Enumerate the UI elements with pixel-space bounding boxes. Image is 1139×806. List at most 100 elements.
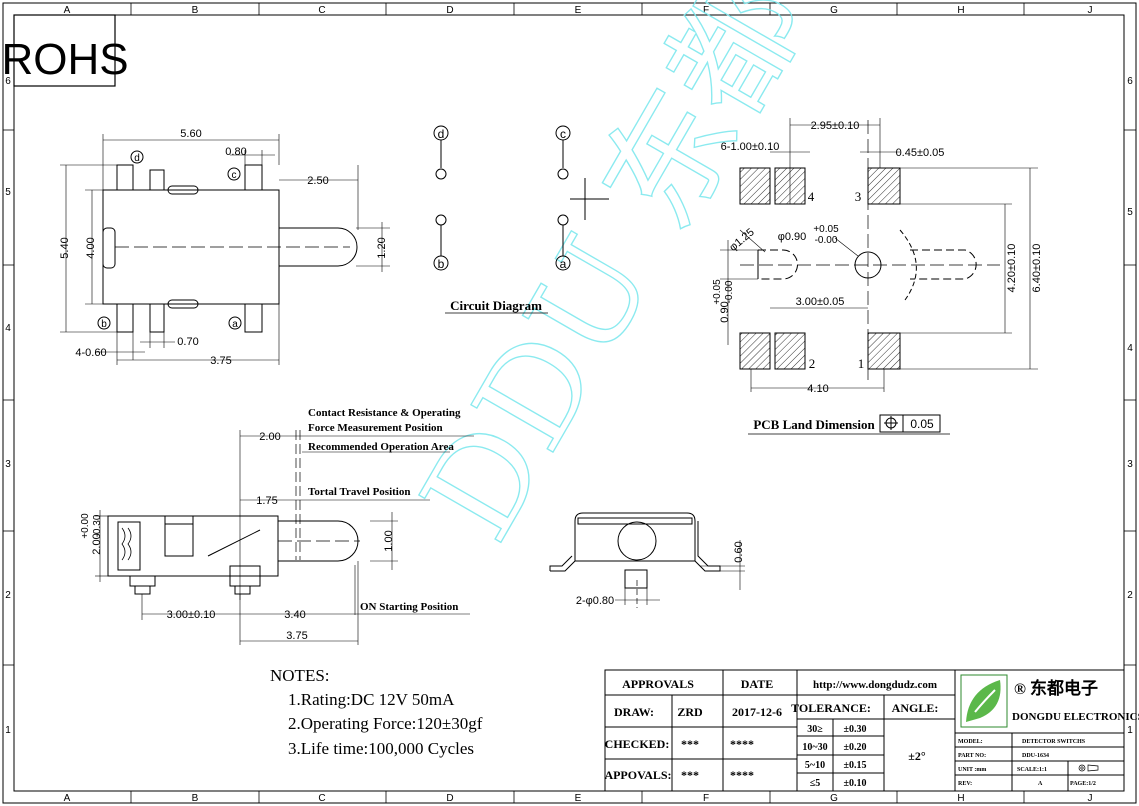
svg-text:0.05: 0.05	[910, 417, 934, 431]
svg-text:A: A	[64, 5, 71, 16]
svg-text:ZRD: ZRD	[677, 705, 703, 719]
svg-text:4: 4	[5, 323, 11, 334]
svg-text:-0.30: -0.30	[92, 514, 103, 537]
side-view	[95, 430, 474, 645]
svg-text:0.70: 0.70	[177, 336, 198, 348]
svg-text:-0.00: -0.00	[724, 280, 735, 303]
svg-text:NOTES:: NOTES:	[270, 666, 330, 685]
svg-text:C: C	[318, 5, 325, 16]
svg-text:±2°: ±2°	[908, 749, 926, 763]
svg-text:6.40±0.10: 6.40±0.10	[1031, 244, 1043, 293]
svg-text:6-1.00±0.10: 6-1.00±0.10	[721, 141, 780, 153]
watermark: DDU 东都	[393, 0, 834, 564]
svg-text:UNIT :mm: UNIT :mm	[958, 767, 986, 773]
svg-text:±0.20: ±0.20	[844, 742, 867, 753]
svg-text:6: 6	[1127, 76, 1133, 87]
svg-text:2: 2	[1127, 590, 1133, 601]
svg-text:Force Measurement Position: Force Measurement Position	[308, 422, 443, 434]
svg-text:φ1.25: φ1.25	[727, 226, 757, 254]
svg-text:4: 4	[808, 189, 815, 204]
svg-text:4-0.60: 4-0.60	[75, 347, 106, 359]
svg-text:D: D	[446, 793, 453, 804]
svg-text:DATE: DATE	[741, 677, 773, 691]
svg-text:d: d	[134, 153, 140, 164]
svg-text:3.75: 3.75	[210, 355, 231, 367]
svg-text:APPOVALS:: APPOVALS:	[604, 768, 671, 782]
svg-text:4.20±0.10: 4.20±0.10	[1006, 244, 1018, 293]
svg-text:3: 3	[1127, 459, 1133, 470]
svg-text:****: ****	[730, 768, 754, 782]
svg-text:ROHS: ROHS	[1, 35, 128, 84]
row-labels-right: 65 43 21	[1127, 76, 1133, 736]
pcb-land	[720, 118, 1038, 435]
svg-text:E: E	[575, 793, 582, 804]
title-block-text: APPROVALS DATE DRAW: ZRD 2017-12-6 CHECK…	[604, 677, 1139, 789]
svg-text:Contact Resistance & Operating: Contact Resistance & Operating	[308, 407, 461, 419]
side-view-labels: Contact Resistance & Operating Force Mea…	[80, 407, 461, 642]
svg-text:2: 2	[5, 590, 11, 601]
svg-text:***: ***	[681, 768, 699, 782]
svg-text:Tortal Travel Position: Tortal Travel Position	[308, 486, 410, 498]
svg-text:≤5: ≤5	[810, 778, 821, 789]
svg-text:PCB Land Dimension: PCB Land Dimension	[753, 417, 875, 432]
svg-text:±0.15: ±0.15	[844, 760, 867, 771]
svg-text:DDU-1634: DDU-1634	[1022, 753, 1049, 759]
svg-text:+0.00: +0.00	[80, 513, 91, 539]
svg-text:H: H	[957, 793, 964, 804]
svg-text:3: 3	[5, 459, 11, 470]
notes: NOTES: 1.Rating:DC 12V 50mA 2.Operating …	[270, 666, 483, 758]
svg-text:J: J	[1088, 5, 1093, 16]
svg-text:c: c	[232, 170, 237, 181]
title-block	[604, 669, 1125, 792]
top-view	[60, 134, 390, 365]
svg-text:10~30: 10~30	[802, 742, 827, 753]
svg-text:5~10: 5~10	[805, 760, 825, 771]
svg-text:DRAW:: DRAW:	[614, 705, 654, 719]
svg-text:d: d	[438, 127, 445, 141]
svg-text:D: D	[446, 5, 453, 16]
svg-text:4.10: 4.10	[807, 383, 828, 395]
svg-text:1: 1	[858, 356, 865, 371]
svg-text:A: A	[1038, 781, 1043, 787]
svg-text:-0.00: -0.00	[815, 235, 838, 246]
svg-text:3.Life time:100,000 Cycles: 3.Life time:100,000 Cycles	[288, 739, 474, 758]
svg-text:DETECTOR SWITCHS: DETECTOR SWITCHS	[1022, 739, 1086, 745]
svg-text:1: 1	[1127, 725, 1133, 736]
svg-text:G: G	[830, 5, 838, 16]
svg-text:1.20: 1.20	[376, 237, 388, 258]
svg-text:Circuit Diagram: Circuit Diagram	[450, 298, 542, 313]
svg-text:PART NO:: PART NO:	[958, 753, 986, 759]
pcb-labels: 6-1.00±0.10 2.95±0.10 0.45±0.05 φ1.25 φ0…	[712, 120, 1043, 432]
svg-text:5.40: 5.40	[59, 237, 71, 258]
svg-text:2-φ0.80: 2-φ0.80	[576, 595, 614, 607]
svg-text:2.95±0.10: 2.95±0.10	[811, 120, 860, 132]
svg-text:5: 5	[5, 187, 11, 198]
svg-text:3: 3	[855, 189, 862, 204]
svg-text:1: 1	[5, 725, 11, 736]
svg-text:J: J	[1088, 793, 1093, 804]
svg-text:1.Rating:DC 12V 50mA: 1.Rating:DC 12V 50mA	[288, 690, 455, 709]
end-view-labels: 0.60 2-φ0.80	[576, 541, 745, 607]
rohs-box: ROHS	[1, 14, 129, 87]
svg-text:****: ****	[730, 737, 754, 751]
svg-text:0.45±0.05: 0.45±0.05	[896, 147, 945, 159]
svg-text:TOLERANCE:: TOLERANCE:	[791, 701, 871, 715]
svg-text:2.00: 2.00	[91, 533, 103, 554]
svg-text:SCALE:1:1: SCALE:1:1	[1017, 767, 1047, 773]
svg-text:5.60: 5.60	[180, 128, 201, 140]
svg-text:2.Operating Force:120±30gf: 2.Operating Force:120±30gf	[288, 714, 483, 733]
svg-text:G: G	[830, 793, 838, 804]
svg-text:东都电子: 东都电子	[1030, 678, 1098, 699]
svg-text:φ0.90: φ0.90	[778, 231, 807, 243]
svg-text:b: b	[438, 257, 445, 271]
svg-text:4: 4	[1127, 343, 1133, 354]
svg-text:MODEL:: MODEL:	[958, 739, 983, 745]
svg-text:0.60: 0.60	[733, 541, 745, 562]
svg-text:F: F	[703, 793, 709, 804]
svg-text:®: ®	[1014, 681, 1026, 698]
top-view-labels: 5.60 0.80 2.50 5.40 4.00 1.20 4-0.60 0.7…	[59, 128, 388, 367]
svg-text:4.00: 4.00	[85, 237, 97, 258]
